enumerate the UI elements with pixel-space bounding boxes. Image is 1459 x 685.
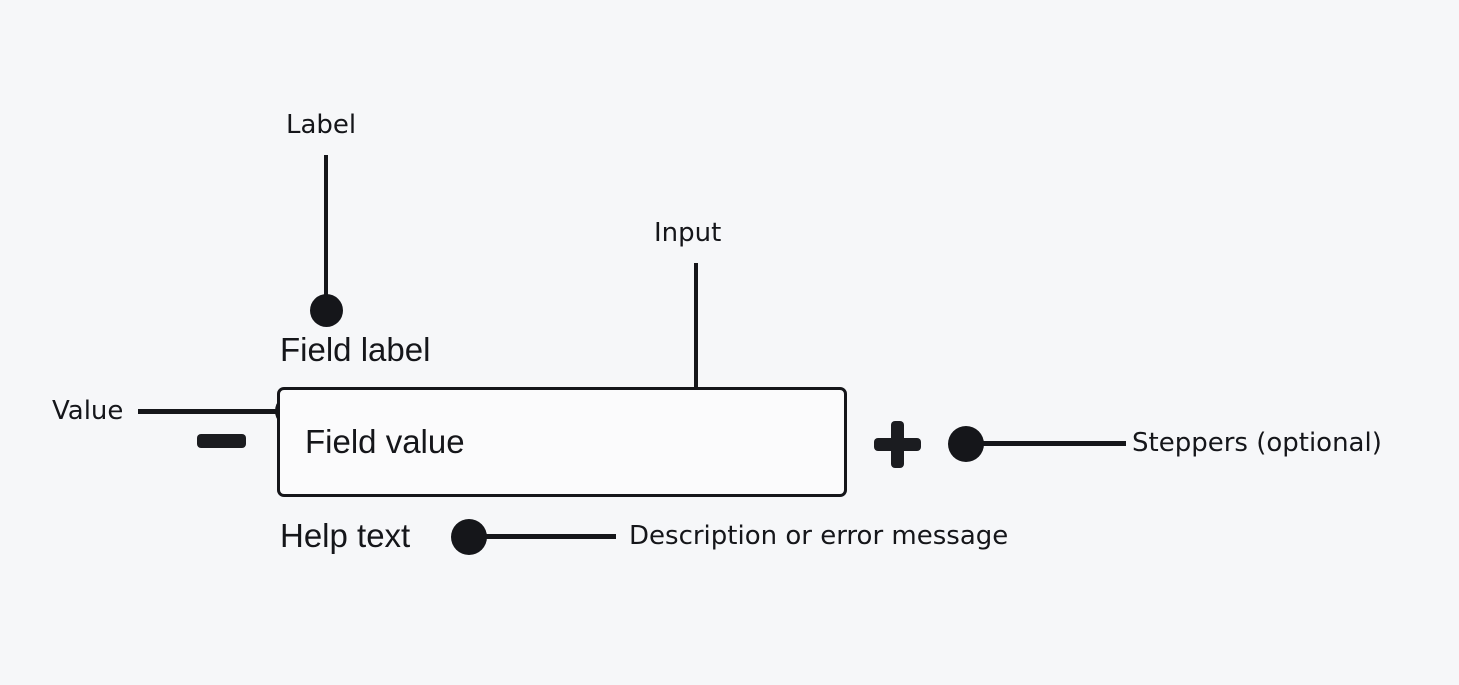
callout-steppers: Steppers (optional) [1132,428,1382,458]
anchor-dot-steppers [948,426,984,462]
callout-description: Description or error message [629,521,1009,551]
callout-input: Input [654,218,722,248]
callout-label: Label [286,110,357,140]
leader-line-input [694,263,698,423]
field-label-text: Field label [280,331,431,368]
plus-vertical-bar [891,421,904,468]
stepper-increment-icon[interactable] [874,421,921,468]
stepper-decrement-icon[interactable] [197,434,246,448]
leader-line-steppers [980,441,1126,446]
leader-line-label [324,155,328,303]
number-field-input[interactable] [277,387,847,497]
help-text-label: Help text [280,517,411,554]
callout-value: Value [52,396,124,426]
leader-line-value [138,409,294,414]
anchor-dot-label [310,294,343,327]
leader-line-help-text [484,534,616,539]
anchor-dot-help-text [451,519,487,555]
field-value-text: Field value [305,423,465,460]
